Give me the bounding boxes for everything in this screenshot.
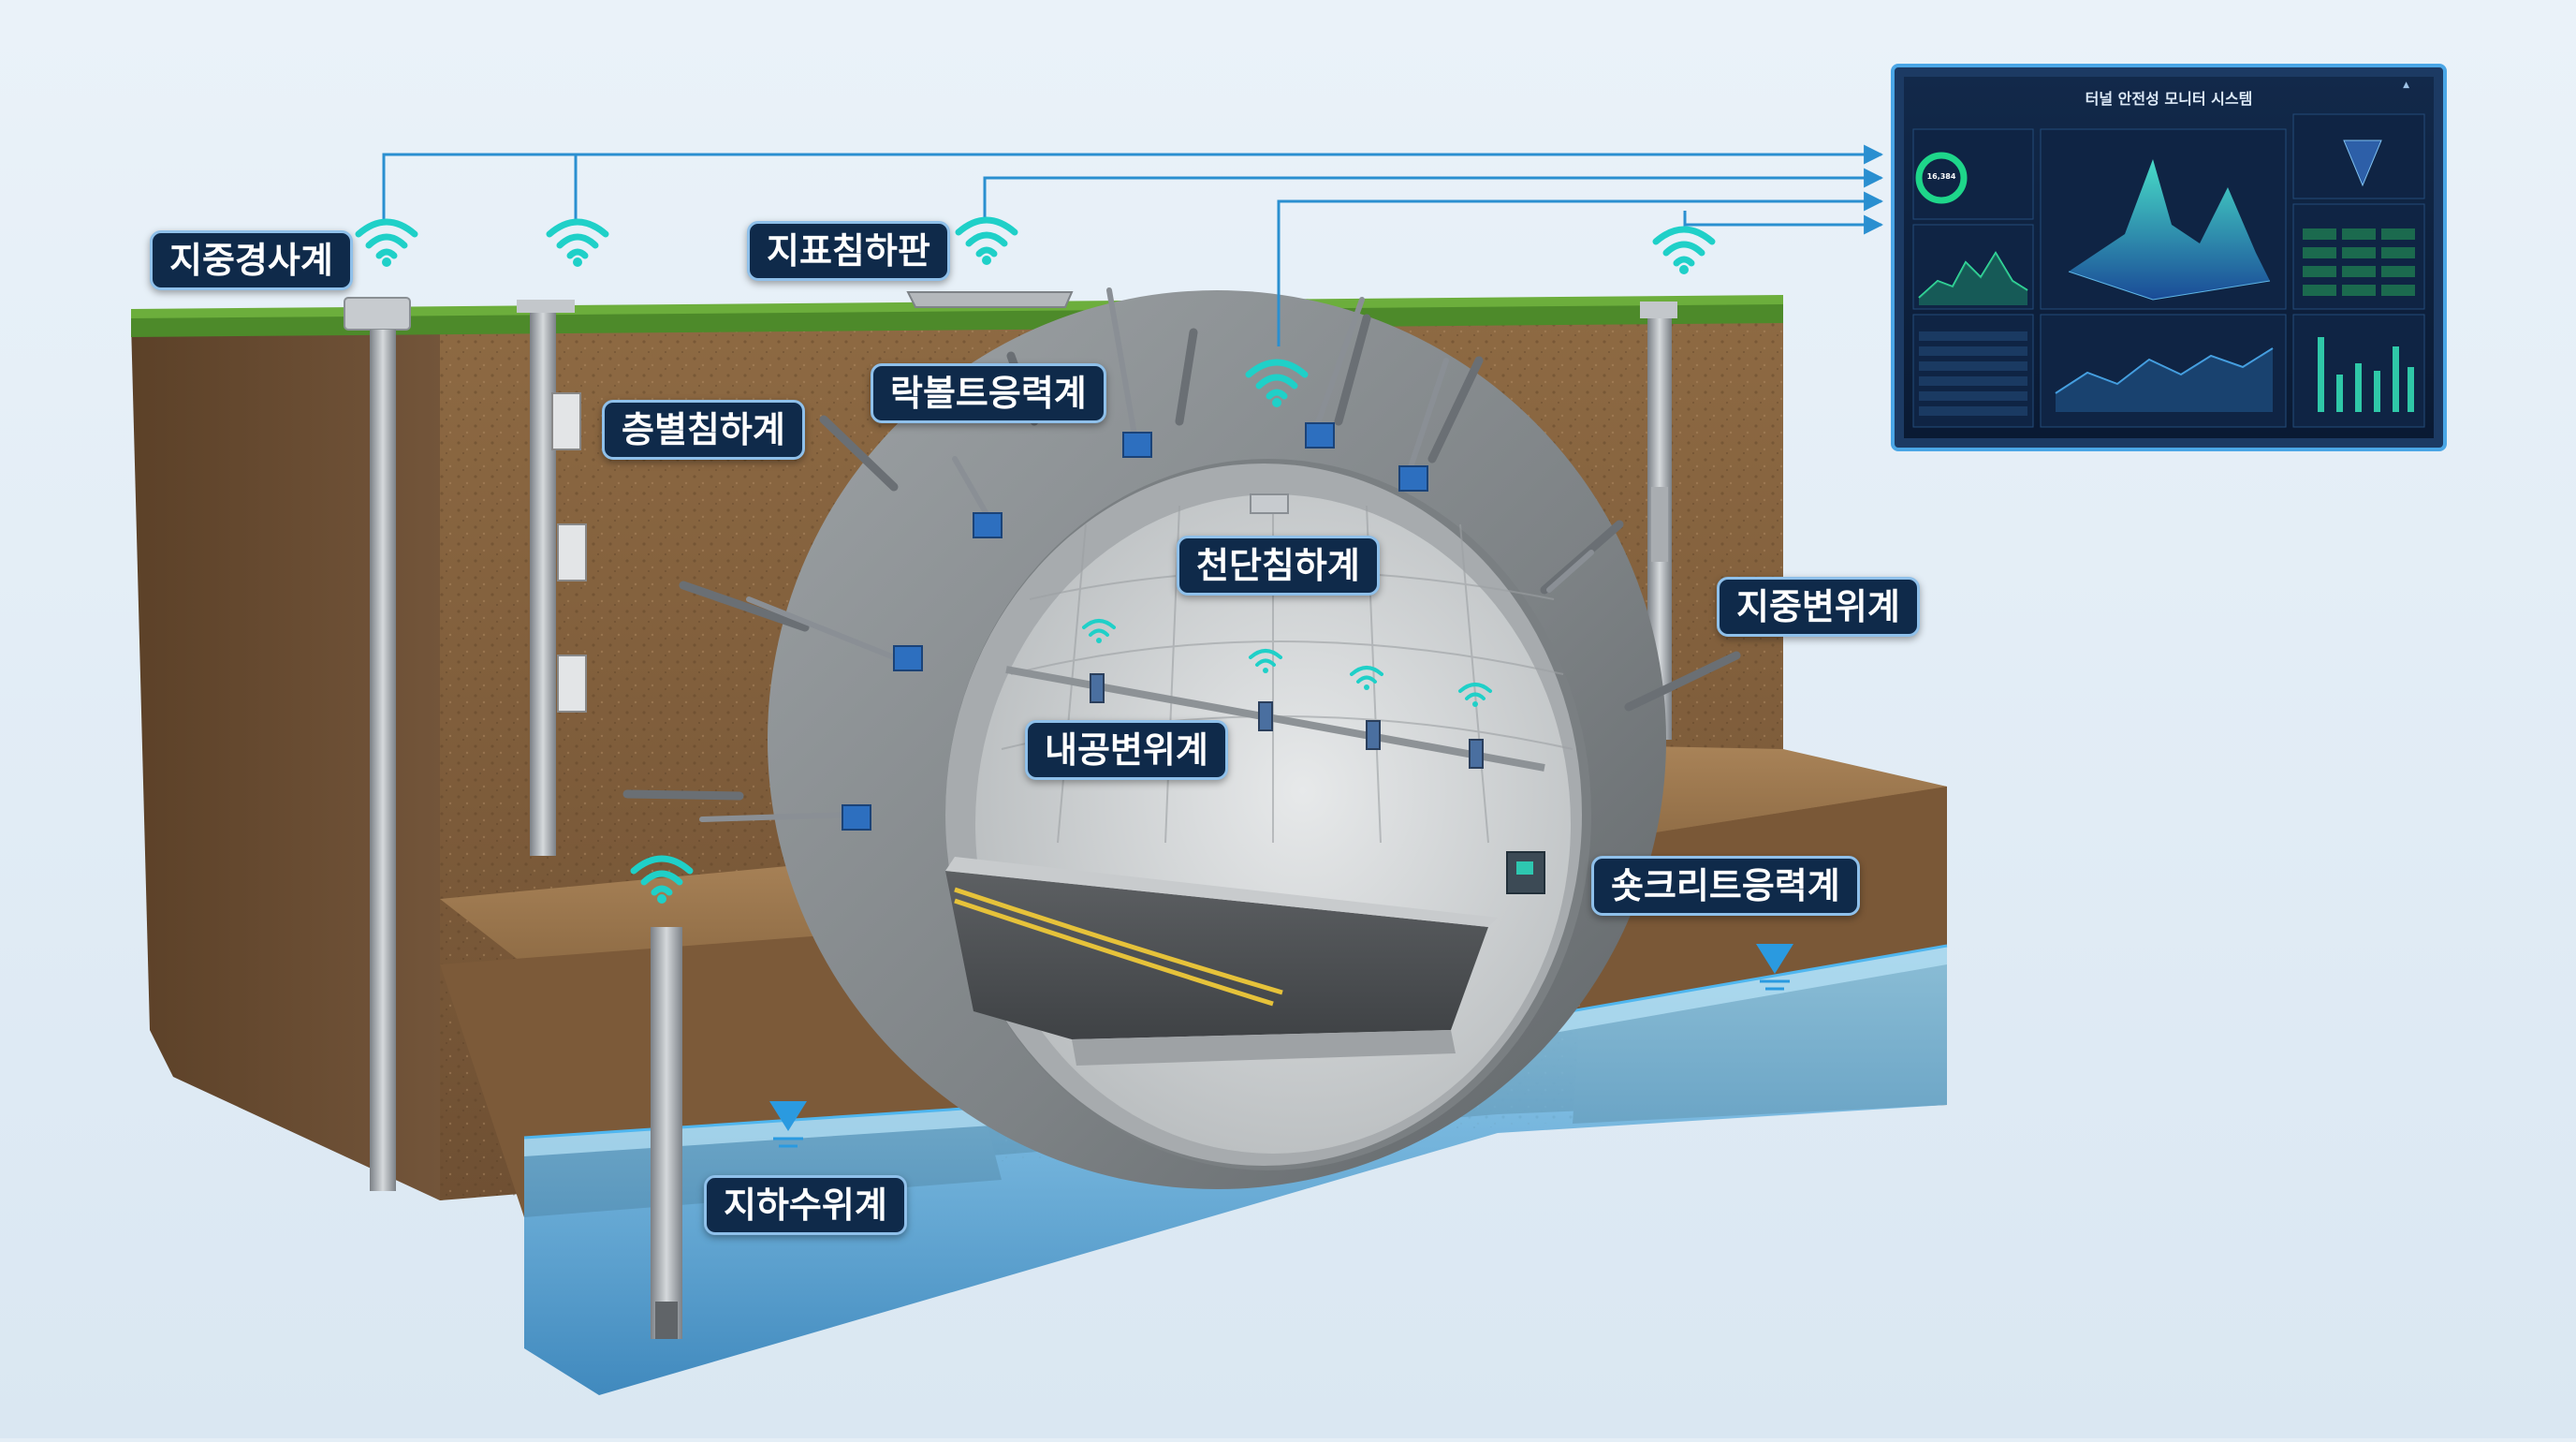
label-underground-displacement-gauge: 지중변위계 [1717,577,1920,637]
label-underground-inclinometer: 지중경사계 [150,230,353,290]
monitoring-dashboard-screen [1891,64,2447,451]
label-layered-settlement-gauge: 층별침하계 [602,400,805,460]
dashboard-gauge-value: 16,384 [1926,172,1956,181]
wifi-icon [355,216,1716,904]
water-level-triangle-icon [769,944,1793,1148]
dashboard-brand-icon: ▲ [2403,81,2409,90]
dashboard: 터널 안전성 모니터 시스템 ▲ 16,384 [1900,71,2437,444]
label-shotcrete-stress-gauge: 숏크리트응력계 [1591,856,1860,916]
label-groundwater-level-gauge: 지하수위계 [704,1175,907,1235]
wifi-icon-small [1082,619,1492,707]
label-convergence-gauge: 내공변위계 [1025,720,1228,780]
label-crown-settlement-gauge: 천단침하계 [1177,536,1380,596]
dashboard-title: 터널 안전성 모니터 시스템 [2085,90,2253,108]
label-rockbolt-stress-gauge: 락볼트응력계 [871,363,1106,423]
label-surface-settlement-plate: 지표침하판 [747,221,950,281]
